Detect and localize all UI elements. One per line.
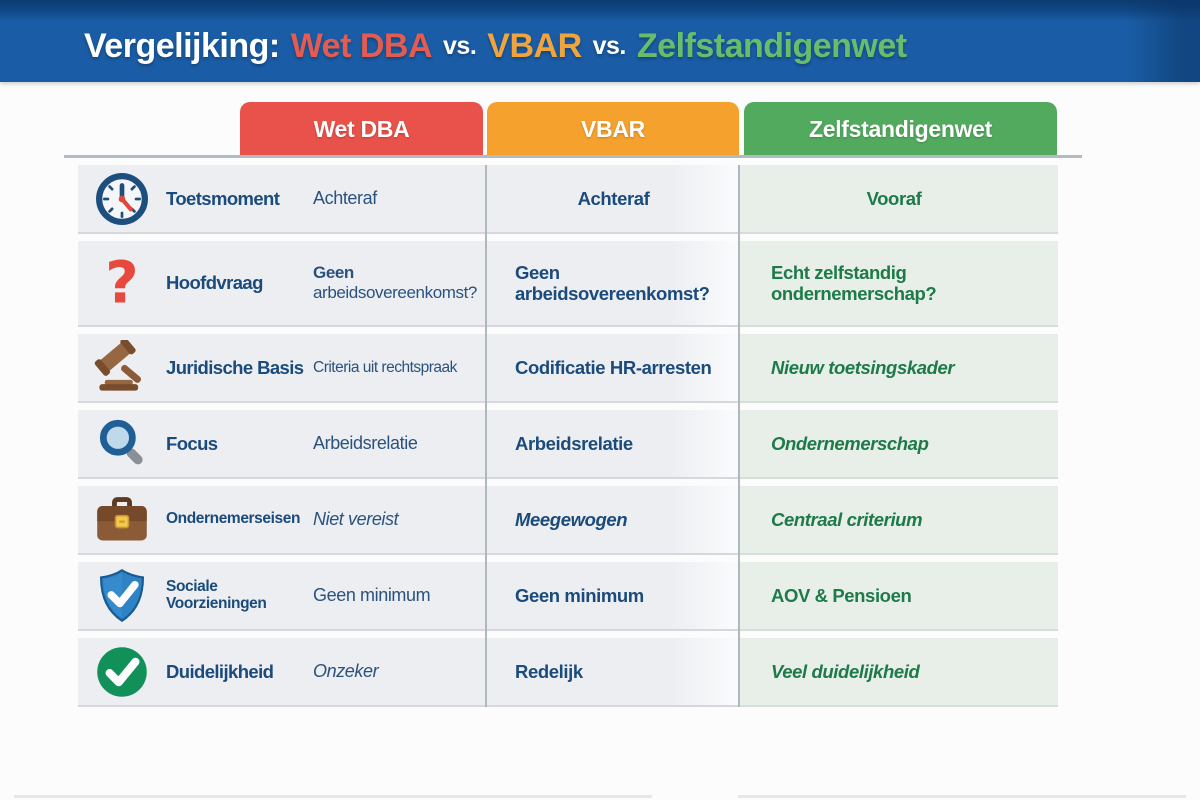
cell-vbar: Achteraf <box>487 165 740 234</box>
comparison-table: Toetsmoment Achteraf Achteraf Vooraf ? H… <box>78 165 1058 714</box>
row-header-cell: ? Hoofdvraag Geen arbeidsovereenkomst? <box>78 241 487 327</box>
cell-zelfstandigenwet: Veel duidelijkheid <box>740 638 1058 707</box>
cell-wet-dba: Criteria uit rechtspraak <box>313 358 457 376</box>
row-label: Focus <box>166 432 218 454</box>
briefcase-icon <box>78 493 166 547</box>
table-row: ? Hoofdvraag Geen arbeidsovereenkomst? G… <box>78 241 1058 327</box>
title-wet-dba: Wet DBA <box>290 26 433 65</box>
cell-wet-dba: Geen minimum <box>313 585 431 606</box>
column-divider <box>485 165 487 707</box>
row-header-cell: Duidelijkheid Onzeker <box>78 638 487 707</box>
row-header-cell: Juridische Basis Criteria uit rechtspraa… <box>78 334 487 403</box>
column-header-wet-dba: Wet DBA <box>240 102 483 156</box>
title-zelfstandigenwet: Zelfstandigenwet <box>636 26 907 65</box>
cell-wet-dba: Geen arbeidsovereenkomst? <box>313 263 477 302</box>
table-row: Juridische Basis Criteria uit rechtspraa… <box>78 334 1058 403</box>
cell-zelfstandigenwet: Centraal criterium <box>740 486 1058 555</box>
title-vbar: VBAR <box>487 26 582 65</box>
table-row: Ondernemerseisen Niet vereist Meegewogen… <box>78 486 1058 555</box>
cell-vbar: Codificatie HR-arresten <box>487 334 740 403</box>
cell-vbar: Meegewogen <box>487 486 740 555</box>
cell-zelfstandigenwet: Echt zelfstandig ondernemerschap? <box>740 241 1058 327</box>
table-row: Sociale Voorzieningen Geen minimum Geen … <box>78 562 1058 631</box>
row-label: Duidelijkheid <box>166 660 274 682</box>
magnifier-icon <box>78 417 166 471</box>
check-circle-icon <box>78 644 166 700</box>
table-top-rule <box>64 155 1082 158</box>
row-label: Toetsmoment <box>166 187 280 209</box>
question-mark-icon: ? <box>78 253 166 313</box>
row-label: Hoofdvraag <box>166 272 263 294</box>
table-row: Duidelijkheid Onzeker Redelijk Veel duid… <box>78 638 1058 707</box>
cell-zelfstandigenwet: AOV & Pensioen <box>740 562 1058 631</box>
cell-wet-dba: Onzeker <box>313 661 379 682</box>
column-header-vbar: VBAR <box>487 102 739 156</box>
clock-icon <box>78 172 166 226</box>
svg-text:?: ? <box>105 253 139 313</box>
bottom-rule <box>738 795 1186 798</box>
cell-wet-dba: Achteraf <box>313 188 377 209</box>
header-bar: Vergelijking: Wet DBA vs. VBAR vs. Zelfs… <box>0 0 1200 82</box>
bottom-rule <box>14 795 652 798</box>
cell-vbar: Arbeidsrelatie <box>487 410 740 479</box>
table-row: Toetsmoment Achteraf Achteraf Vooraf <box>78 165 1058 234</box>
row-header-cell: Ondernemerseisen Niet vereist <box>78 486 487 555</box>
row-label: Juridische Basis <box>166 356 304 378</box>
cell-vbar: Geen arbeidsovereenkomst? <box>487 241 740 327</box>
cell-zelfstandigenwet: Ondernemerschap <box>740 410 1058 479</box>
cell-vbar: Redelijk <box>487 638 740 707</box>
row-header-cell: Focus Arbeidsrelatie <box>78 410 487 479</box>
row-header-cell: Sociale Voorzieningen Geen minimum <box>78 562 487 631</box>
row-header-cell: Toetsmoment Achteraf <box>78 165 487 234</box>
shield-icon <box>78 567 166 625</box>
column-divider <box>738 165 740 707</box>
title-vs-2: vs. <box>592 31 627 60</box>
cell-zelfstandigenwet: Vooraf <box>740 165 1058 234</box>
cell-wet-dba: Niet vereist <box>313 509 399 530</box>
gavel-icon <box>78 339 166 396</box>
title-vs-1: vs. <box>443 31 477 60</box>
cell-vbar: Geen minimum <box>487 562 740 631</box>
column-header-zelfstandigenwet: Zelfstandigenwet <box>744 102 1057 156</box>
row-label: Ondernemerseisen <box>166 510 301 528</box>
row-label: Sociale Voorzieningen <box>166 578 267 612</box>
cell-wet-dba: Arbeidsrelatie <box>313 433 418 454</box>
page-title: Vergelijking: Wet DBA vs. VBAR vs. Zelfs… <box>84 10 907 82</box>
cell-zelfstandigenwet: Nieuw toetsingskader <box>740 334 1058 403</box>
table-row: Focus Arbeidsrelatie Arbeidsrelatie Onde… <box>78 410 1058 479</box>
title-prefix: Vergelijking: <box>84 26 280 65</box>
